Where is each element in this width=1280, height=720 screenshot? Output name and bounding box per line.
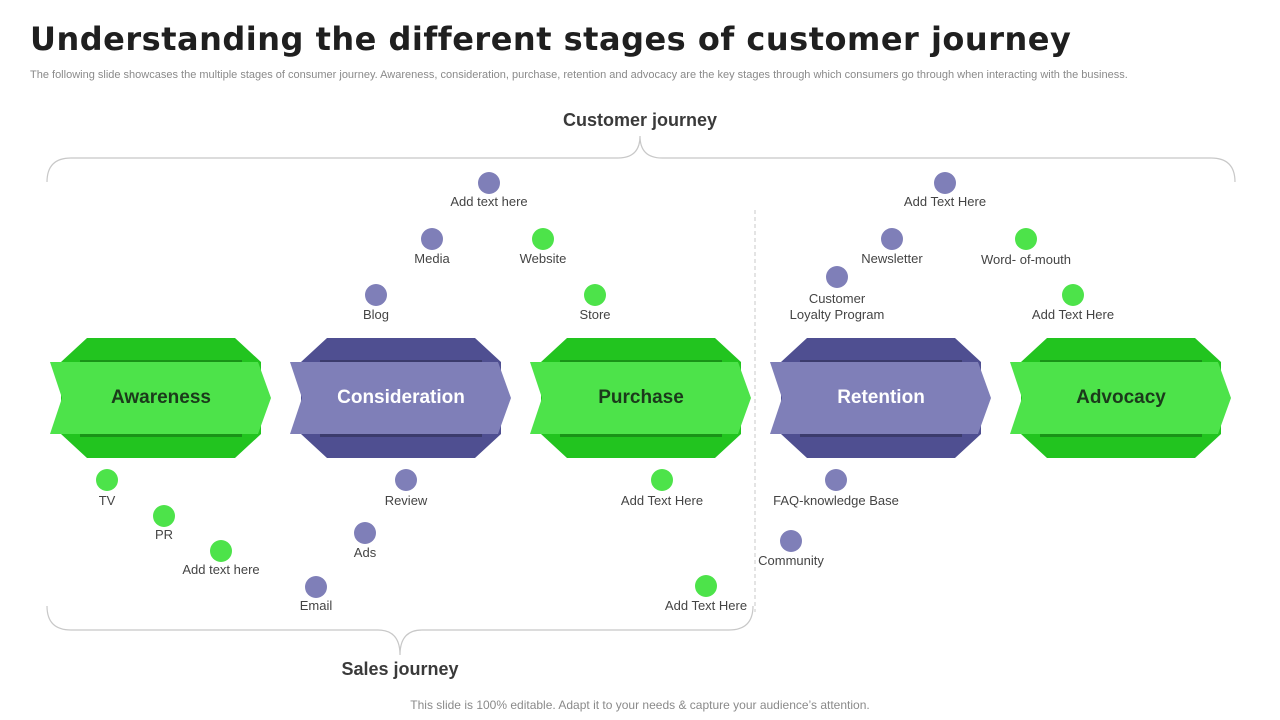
page-subtitle: The following slide showcases the multip… — [30, 69, 1128, 81]
stage-label: Purchase — [598, 387, 684, 408]
touchpoint-dot — [153, 505, 175, 527]
touchpoint-dot — [826, 266, 848, 288]
touchpoint-dot — [881, 228, 903, 250]
touchpoint-label-media: Media — [414, 251, 450, 266]
touchpoint-dot — [934, 172, 956, 194]
touchpoint-label-faq: FAQ-knowledge Base — [773, 493, 899, 508]
stage-stripe — [80, 434, 242, 437]
stage-stripe — [560, 434, 722, 437]
stage-chevron — [50, 362, 271, 434]
touchpoint-dot — [825, 469, 847, 491]
sales-journey-brace — [46, 605, 754, 656]
stage-stripe — [320, 434, 482, 437]
stage-shape — [290, 338, 511, 458]
touchpoint-label-email: Email — [299, 598, 333, 613]
stage-label: Consideration — [337, 387, 465, 408]
touchpoint-label-consideration-add: Add text here — [450, 194, 528, 209]
touchpoint-label-purchase-add-1: Add Text Here — [620, 493, 704, 508]
touchpoint-dot — [584, 284, 606, 306]
touchpoint-dot — [354, 522, 376, 544]
touchpoint-dot — [651, 469, 673, 491]
footer-note: This slide is 100% editable. Adapt it to… — [410, 698, 870, 712]
touchpoint-dot — [421, 228, 443, 250]
touchpoint-dot — [1062, 284, 1084, 306]
touchpoint-label-newsletter: Newsletter — [861, 251, 923, 266]
touchpoint-dot — [96, 469, 118, 491]
stage-advocacy: Advocacy — [1010, 338, 1232, 458]
stage-shape — [770, 338, 991, 458]
stage-chevron — [530, 362, 751, 434]
stage-label: Advocacy — [1076, 387, 1166, 408]
stage-stripe — [560, 360, 722, 363]
stage-shape — [50, 338, 271, 458]
loyalty-line-1: Customer — [808, 291, 866, 306]
stage-retention: Retention — [770, 338, 992, 458]
touchpoint-dot — [695, 575, 717, 597]
touchpoint-label-ads: Ads — [353, 545, 377, 560]
stage-shape — [530, 338, 751, 458]
touchpoint-label-pr: PR — [154, 527, 174, 542]
touchpoint-label-purchase-add-2: Add Text Here — [664, 598, 748, 613]
touchpoint-dot — [1015, 228, 1037, 250]
stage-stripe — [320, 360, 482, 363]
loyalty-line-2: Loyalty Program — [789, 307, 885, 322]
sales-journey-label: Sales journey — [341, 659, 459, 679]
stage-shape — [1010, 338, 1231, 458]
touchpoint-label-advocacy-add: Add Text Here — [1031, 307, 1115, 322]
stage-purchase: Purchase — [530, 338, 752, 458]
touchpoint-label-community: Community — [758, 553, 824, 568]
stage-stripe — [80, 360, 242, 363]
touchpoint-dot — [365, 284, 387, 306]
customer-journey-label: Customer journey — [562, 110, 718, 130]
customer-journey-brace — [46, 135, 1236, 183]
stage-stripe — [800, 360, 962, 363]
touchpoint-label-word-of-mouth: Word- of-mouth — [980, 252, 1072, 267]
touchpoint-dot — [532, 228, 554, 250]
touchpoint-label-retention-add: Add Text Here — [903, 194, 987, 209]
page-title: Understanding the different stages of cu… — [30, 20, 1072, 58]
touchpoint-label-blog: Blog — [362, 307, 390, 322]
stage-label: Retention — [837, 387, 925, 408]
stage-chevron — [290, 362, 511, 434]
stage-label: Awareness — [111, 387, 211, 408]
touchpoint-label-website: Website — [519, 251, 567, 266]
touchpoint-dot — [305, 576, 327, 598]
touchpoint-label-loyalty: Customer Loyalty Program — [790, 291, 885, 323]
touchpoint-dot — [478, 172, 500, 194]
touchpoint-label-awareness-add: Add text here — [182, 562, 260, 577]
stage-stripe — [1040, 434, 1202, 437]
touchpoint-dot — [210, 540, 232, 562]
touchpoint-label-review: Review — [384, 493, 428, 508]
stage-consideration: Consideration — [290, 338, 512, 458]
stage-chevron — [1010, 362, 1231, 434]
touchpoint-dot — [395, 469, 417, 491]
stage-stripe — [800, 434, 962, 437]
stage-stripe — [1040, 360, 1202, 363]
touchpoint-dot — [780, 530, 802, 552]
touchpoint-label-store: Store — [579, 307, 611, 322]
stage-awareness: Awareness — [50, 338, 272, 458]
stage-chevron — [770, 362, 991, 434]
touchpoint-label-tv: TV — [98, 493, 116, 508]
